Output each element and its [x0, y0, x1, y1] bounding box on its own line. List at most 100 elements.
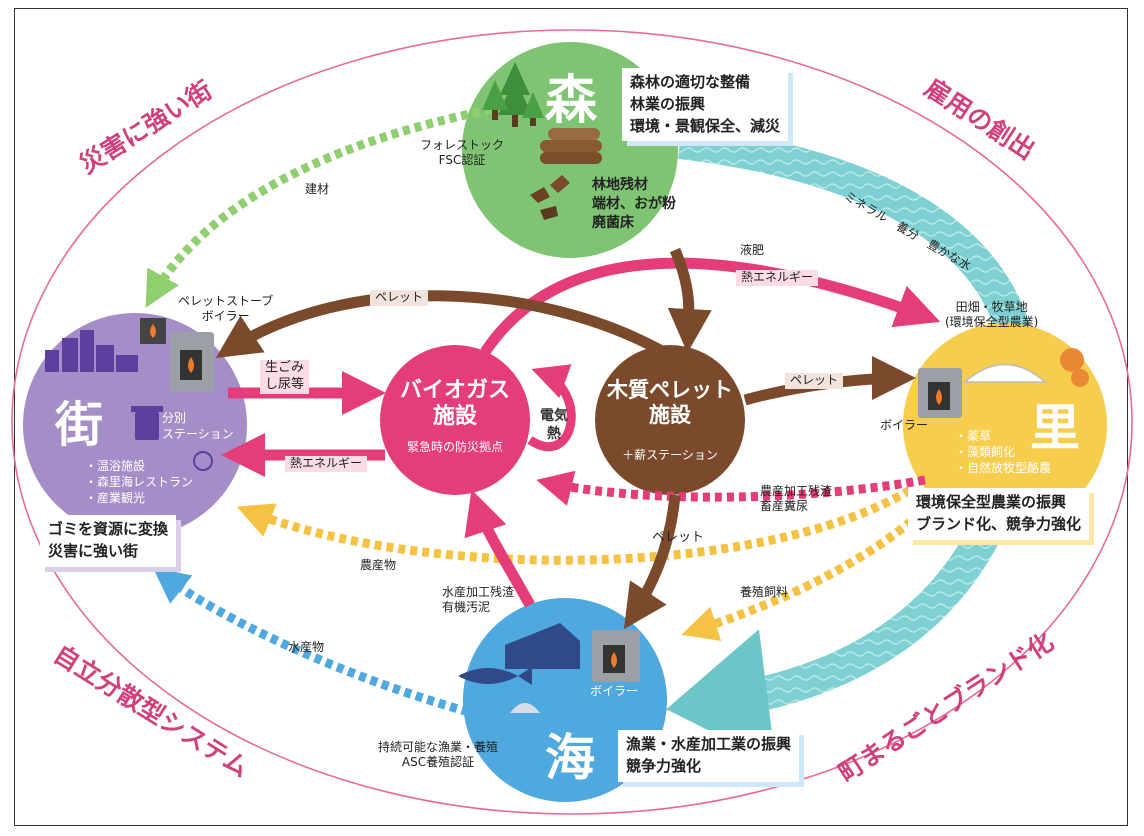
pellet-plant-title-line: 施設 — [649, 403, 691, 428]
town-facility: ・産業観光 — [85, 491, 146, 506]
town-facility: ・温浴施設 — [85, 459, 146, 473]
village-box-line: 環境保全型農業の振興 — [916, 493, 1067, 511]
diagram-frame — [14, 8, 1128, 826]
forest-residue-line: 端材、おが粉 — [592, 195, 676, 212]
rice-icon — [1060, 348, 1089, 387]
tree-icons — [482, 62, 544, 127]
town-box-line: ゴミを資源に変換 — [48, 520, 169, 538]
fish-residue-line: 有機汚泥 — [442, 600, 491, 614]
sea-box-line: 漁業・水産加工業の振興 — [626, 735, 792, 753]
city-buildings-icon — [45, 330, 138, 372]
building-material-label: 建材 — [305, 182, 330, 196]
hot-spring-icon — [193, 451, 213, 471]
sea-certification-line: ASC養殖認証 — [401, 755, 475, 769]
electricity-line: 電気 — [540, 408, 568, 424]
log-pile-icon — [540, 128, 602, 164]
town-stove-icon — [140, 318, 214, 392]
pellet-to-town-label: ペレット — [370, 290, 429, 306]
pellet-plant-subtitle: ＋薪ステーション — [622, 448, 718, 462]
produce-label: 農産物 — [360, 558, 397, 572]
town-stove-line: ペレットストーブ — [178, 294, 274, 308]
pellet-plant-title-line: 木質ペレット — [607, 378, 733, 402]
village-box-line: ブランド化、競争力強化 — [916, 514, 1082, 533]
electricity-heat-label: 電気 熱 — [540, 408, 568, 443]
forest-residue-label: 林地残材 端材、おが粉 廃菌床 — [592, 176, 676, 233]
sorting-line: 分別 — [162, 411, 187, 425]
village-product: ・藻類飼化 — [955, 445, 1016, 460]
fish-residue-line: 水産加工残渣 — [442, 585, 515, 599]
pellet-plant-title: 木質ペレット 施設 — [600, 378, 740, 428]
pellet-to-village-label: ペレット — [785, 373, 844, 389]
heat-energy-top-label: 熱エネルギー — [736, 270, 819, 286]
village-kanji: 里 — [1030, 398, 1080, 457]
biogas-title: バイオガス 施設 — [385, 378, 525, 431]
forest-box-line: 環境・景観保全、減災 — [630, 116, 781, 135]
sea-boiler-icon — [592, 630, 640, 682]
heat-to-town-label: 熱エネルギー — [285, 456, 368, 472]
town-facility: ・森里海レストラン — [85, 475, 194, 490]
village-boiler-icon — [918, 368, 962, 418]
pellet-to-sea-arrow — [623, 494, 681, 630]
sea-box: 漁業・水産加工業の振興 競争力強化 — [618, 730, 800, 782]
town-stove-label: ペレットストーブ ボイラー — [178, 294, 273, 324]
agri-residue-line: 農産加工残渣 — [760, 484, 833, 498]
shell-icon — [510, 703, 540, 713]
electricity-loop — [527, 364, 576, 452]
forest-box-line: 森林の適切な整備 — [630, 73, 751, 91]
forest-residue-line: 林地残材 — [592, 177, 648, 193]
biogas-subtitle: 緊急時の防災拠点 — [406, 440, 503, 454]
seafood-label: 水産物 — [288, 640, 325, 654]
agri-residue-label: 農産加工残渣 畜産糞尿 — [760, 484, 832, 514]
forest-residue-line: 廃菌床 — [592, 214, 634, 231]
wood-chips-icon — [530, 175, 570, 220]
forestock-line: FSC認証 — [438, 153, 486, 167]
greenhouse-icon — [963, 363, 1047, 383]
village-field-line: (環境保全型農業) — [945, 315, 1039, 329]
village-boiler-label: ボイラー — [880, 418, 929, 432]
biogas-title-line: バイオガス — [399, 378, 510, 403]
outer-ellipse — [11, 29, 1133, 815]
village-products: ・薬草 ・藻類飼化 ・自然放牧型酪農 — [955, 428, 1051, 477]
town-facilities: ・温浴施設 ・森里海レストラン ・産業観光 — [85, 458, 193, 507]
forest-kanji: 森 — [545, 70, 598, 131]
sea-certification-label: 持続可能な漁業・養殖 ASC養殖認証 — [378, 740, 498, 770]
garbage-label: 生ごみ し尿等 — [260, 360, 310, 394]
pellet-plant-circle — [595, 345, 745, 495]
sorting-station-label: 分別 ステーション — [162, 410, 234, 442]
liquid-fertilizer-label: 液肥 — [735, 243, 770, 259]
forest-box-line: 林業の振興 — [630, 94, 706, 113]
town-box-line: 災害に強い街 — [48, 541, 139, 560]
biogas-title-line: 施設 — [432, 404, 477, 430]
village-product: ・薬草 — [955, 429, 992, 443]
forestock-label: フォレストック FSC認証 — [420, 138, 504, 168]
agri-residue-arrow — [536, 470, 926, 506]
seafood-arrow — [152, 567, 482, 720]
sea-boiler-label: ボイラー — [590, 684, 639, 698]
village-box: 環境保全型農業の振興 ブランド化、競争力強化 — [908, 488, 1090, 540]
forest-box: 森林の適切な整備 林業の振興 環境・景観保全、減災 — [622, 68, 789, 142]
feed-arrow — [681, 501, 934, 642]
feed-label: 養殖飼料 — [740, 585, 789, 599]
fish-icon — [458, 667, 532, 685]
building-material-arrow — [145, 100, 516, 308]
heat-line: 熱 — [547, 425, 561, 442]
fish-residue-label: 水産加工残渣 有機汚泥 — [442, 585, 514, 615]
sea-kanji: 海 — [545, 728, 595, 787]
town-kanji: 街 — [55, 397, 104, 453]
sorting-line: ステーション — [162, 427, 234, 442]
village-product: ・自然放牧型酪農 — [955, 461, 1052, 476]
forestock-line: フォレストック — [420, 138, 505, 152]
trash-bin-icon — [131, 406, 163, 440]
fish-residue-arrow — [464, 489, 535, 608]
residue-to-pellet-arrow — [667, 247, 712, 353]
garbage-line: 生ごみ — [265, 360, 305, 375]
pellet-to-town-arrow — [215, 290, 663, 359]
pellet-to-sea-label: ペレット — [652, 530, 705, 545]
produce-arrow — [236, 486, 913, 565]
village-field-line: 田畑・牧草地 — [955, 300, 1028, 314]
town-box: ゴミを資源に変換 災害に強い街 — [40, 515, 177, 567]
biogas-circle — [380, 345, 530, 495]
village-field-label: 田畑・牧草地 (環境保全型農業) — [945, 300, 1038, 330]
liquid-fertilizer-arrow — [480, 257, 941, 356]
